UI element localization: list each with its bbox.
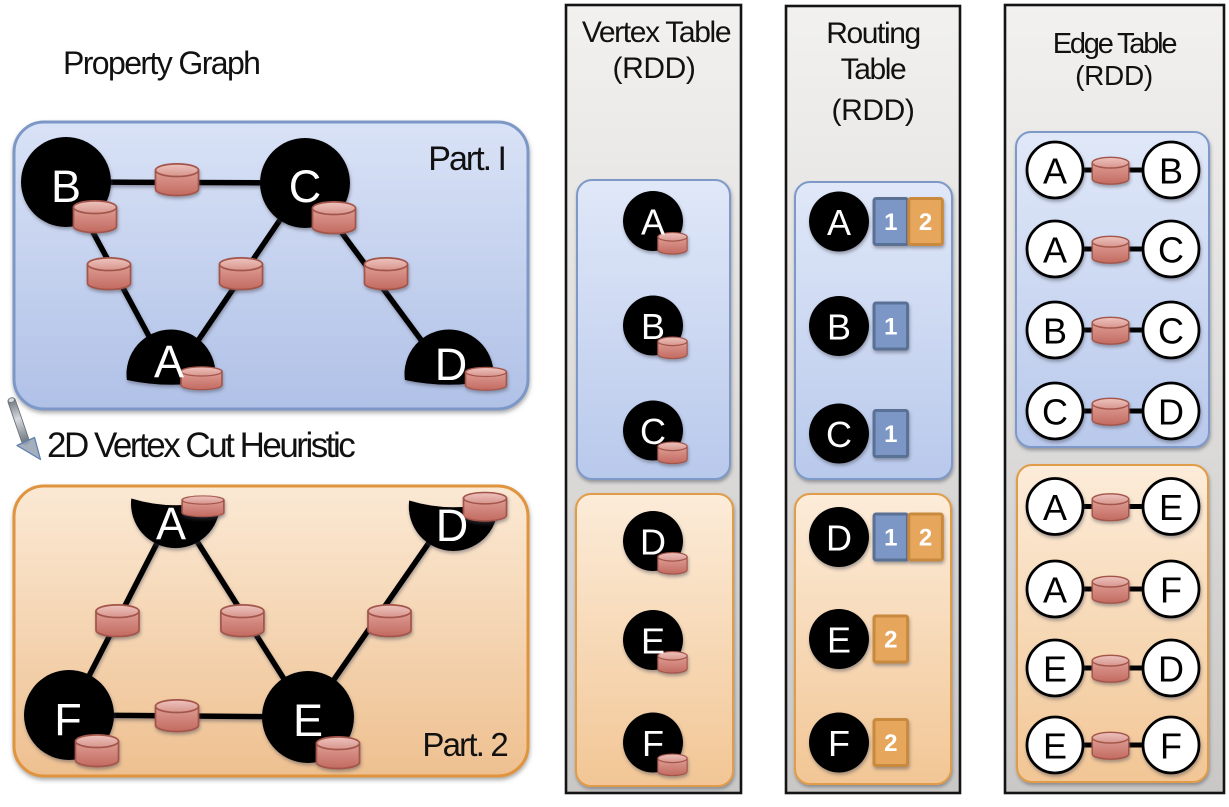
svg-text:A: A [156, 498, 186, 549]
svg-text:F: F [1160, 570, 1182, 611]
svg-text:A: A [1043, 151, 1067, 192]
svg-text:D: D [436, 500, 469, 551]
svg-text:A: A [641, 202, 665, 243]
svg-text:Part. I: Part. I [428, 140, 505, 178]
svg-text:(RDD): (RDD) [832, 94, 915, 127]
svg-text:F: F [54, 694, 82, 745]
svg-text:B: B [1159, 151, 1183, 192]
svg-text:2: 2 [919, 525, 932, 552]
svg-text:Edge Table: Edge Table [1053, 28, 1177, 60]
svg-text:Property Graph: Property Graph [63, 45, 259, 81]
svg-text:D: D [640, 522, 666, 563]
svg-text:A: A [154, 336, 184, 387]
svg-text:B: B [827, 307, 851, 348]
svg-text:2: 2 [919, 209, 932, 236]
svg-text:Vertex Table: Vertex Table [582, 16, 731, 49]
svg-text:(RDD): (RDD) [613, 52, 696, 85]
svg-text:A: A [1043, 230, 1067, 271]
svg-text:C: C [289, 161, 322, 212]
svg-text:E: E [1159, 487, 1183, 528]
svg-text:C: C [826, 414, 852, 455]
svg-text:Routing: Routing [826, 17, 920, 50]
svg-text:1: 1 [884, 525, 897, 552]
svg-text:E: E [827, 620, 851, 661]
svg-text:F: F [828, 723, 850, 764]
svg-text:E: E [1043, 649, 1067, 690]
svg-text:C: C [1158, 311, 1184, 352]
svg-text:C: C [1158, 230, 1184, 271]
svg-text:F: F [642, 723, 664, 764]
svg-text:C: C [1042, 392, 1068, 433]
svg-text:B: B [1043, 311, 1067, 352]
svg-text:A: A [1043, 570, 1067, 611]
svg-text:C: C [640, 411, 666, 452]
svg-text:D: D [1158, 649, 1184, 690]
svg-text:2: 2 [884, 730, 897, 757]
svg-text:E: E [1043, 726, 1067, 767]
svg-text:B: B [51, 161, 81, 212]
svg-text:(RDD): (RDD) [1075, 60, 1153, 91]
svg-text:1: 1 [884, 314, 897, 341]
svg-text:D: D [826, 518, 852, 559]
svg-text:A: A [827, 202, 851, 243]
svg-text:2D Vertex Cut Heuristic: 2D Vertex Cut Heuristic [47, 426, 355, 465]
svg-text:1: 1 [884, 421, 897, 448]
svg-text:E: E [293, 695, 323, 746]
svg-text:B: B [641, 306, 665, 347]
svg-text:Table: Table [841, 53, 906, 86]
svg-text:2: 2 [884, 627, 897, 654]
svg-text:E: E [641, 621, 665, 662]
svg-text:A: A [1043, 487, 1067, 528]
svg-text:D: D [435, 339, 468, 390]
svg-text:D: D [1158, 392, 1184, 433]
svg-text:F: F [1160, 726, 1182, 767]
svg-text:1: 1 [884, 209, 897, 236]
svg-text:Part. 2: Part. 2 [422, 726, 507, 763]
